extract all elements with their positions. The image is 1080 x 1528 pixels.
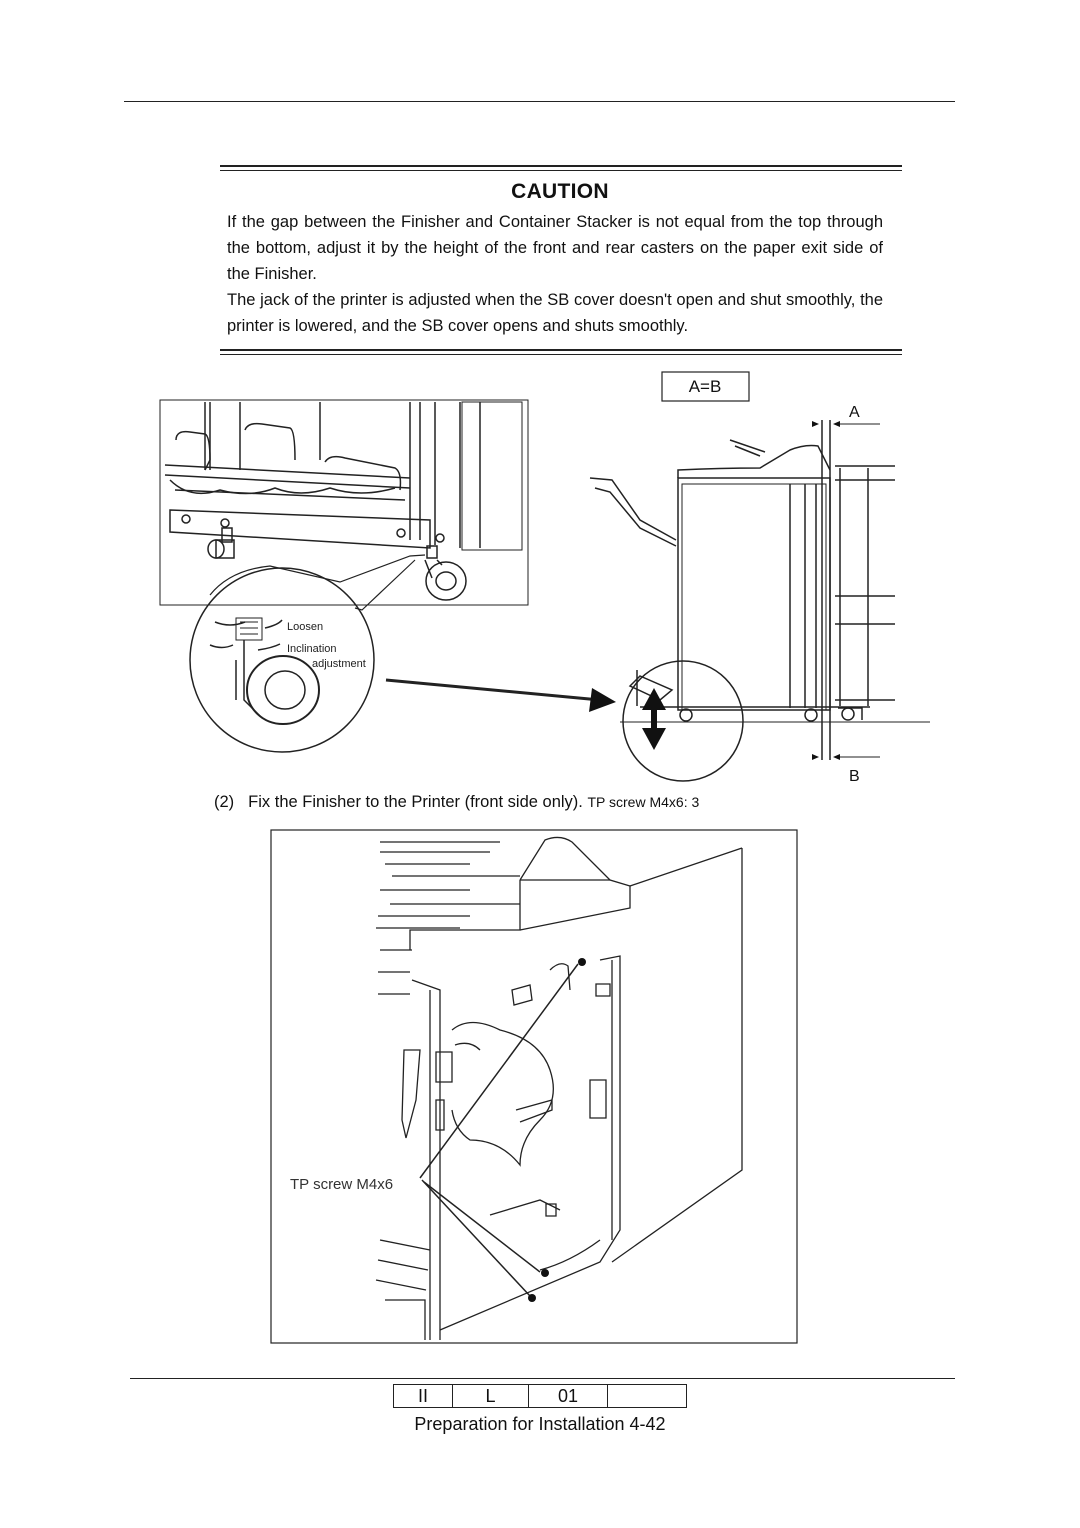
footer-cell-4 [607,1384,687,1408]
caution-paragraph-2: The jack of the printer is adjusted when… [227,291,883,335]
footer-revision-table: II L 01 [393,1384,687,1408]
header-rule [124,101,955,102]
a-equals-b-box [661,371,750,402]
caution-bottom-rule-2 [220,354,902,355]
caution-title: CAUTION [511,180,609,203]
down-arrow [642,728,666,750]
label-a: A [849,404,860,421]
caution-top-rule [220,165,902,167]
step-number: (2) [214,793,235,811]
step-2: (2) Fix the Finisher to the Printer (fron… [214,793,699,812]
caster-magnifier [189,567,375,753]
step-note: TP screw M4x6: 3 [587,794,700,810]
caution-top-rule-2 [220,170,902,171]
a-equals-b-label: A=B [689,377,722,396]
adjustment-label: adjustment [312,658,366,670]
footer-rule [130,1378,955,1379]
finisher-front-figure [270,829,798,1344]
inclination-label: Inclination [287,643,337,655]
caution-paragraph-1: If the gap between the Finisher and Cont… [227,213,883,283]
caster-detail-figure [159,399,529,606]
caution-bottom-rule [220,349,902,351]
footer-cell-3: 01 [528,1384,608,1408]
finisher-side-view [589,420,930,782]
footer-caption: Preparation for Installation 4-42 [414,1414,666,1434]
label-b: B [849,768,860,785]
footer-cell-2: L [452,1384,529,1408]
footer-cell-1: II [393,1384,453,1408]
up-arrow [642,688,666,710]
loosen-label: Loosen [287,621,323,633]
tp-screw-label: TP screw M4x6 [290,1176,393,1193]
step-text: Fix the Finisher to the Printer (front s… [248,793,583,811]
arrow-head-right [589,688,616,712]
